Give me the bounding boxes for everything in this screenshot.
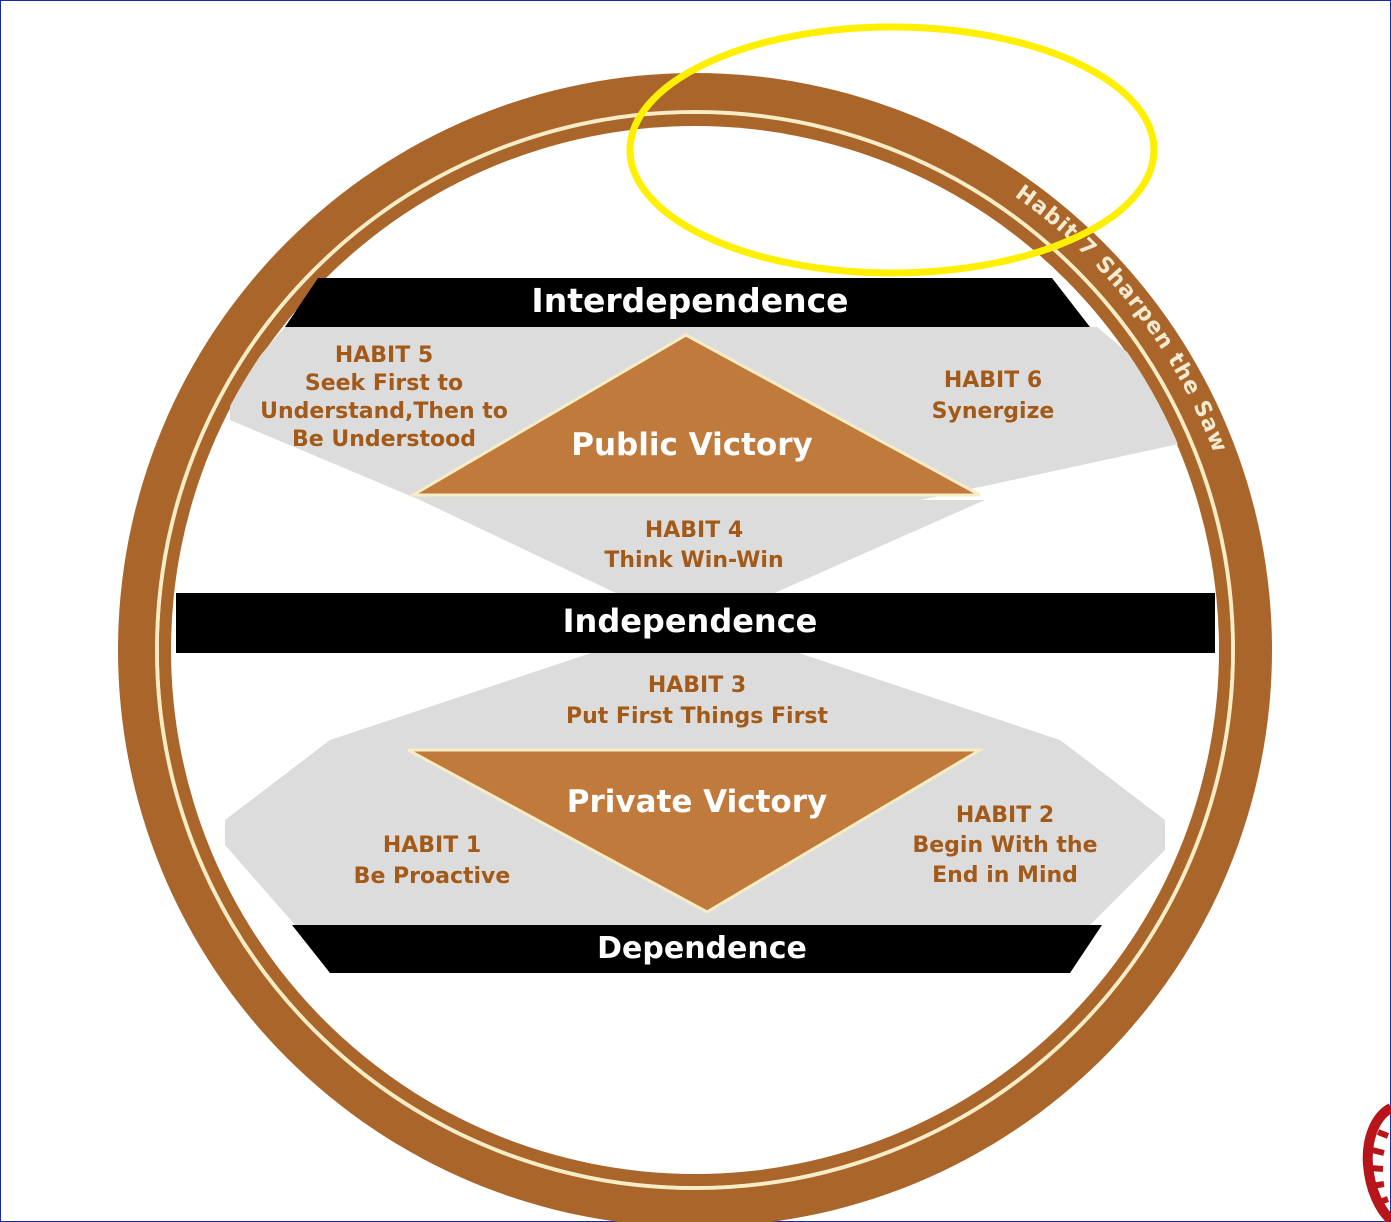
svg-text:Begin With the: Begin With the: [912, 833, 1097, 858]
habit4-label: HABIT 4 Think Win-Win: [604, 518, 783, 573]
svg-text:HABIT 2: HABIT 2: [956, 803, 1054, 828]
gray-zone-upper-funnel: [420, 500, 985, 595]
habit1-label: HABIT 1 Be Proactive: [354, 833, 511, 889]
svg-text:HABIT 4: HABIT 4: [645, 518, 743, 543]
public-victory-triangle: [407, 333, 981, 497]
habit3-label: HABIT 3 Put First Things First: [566, 673, 829, 729]
gray-zone-lower-funnel: [330, 650, 1060, 740]
svg-text:End in Mind: End in Mind: [932, 863, 1078, 888]
habit5-label: HABIT 5 Seek First to Understand,Then to…: [260, 343, 508, 452]
private-victory-triangle: [407, 748, 986, 914]
svg-text:Understand,Then to: Understand,Then to: [260, 399, 508, 424]
svg-text:Synergize: Synergize: [932, 399, 1055, 424]
svg-text:Put First Things First: Put First Things First: [566, 704, 829, 729]
habit2-label: HABIT 2 Begin With the End in Mind: [912, 803, 1097, 888]
svg-text:HABIT 1: HABIT 1: [383, 833, 481, 858]
band-label-independence: Independence: [563, 602, 818, 640]
emblem-logo: [1362, 1103, 1391, 1222]
band-interdependence: [285, 278, 1090, 327]
band-label-interdependence: Interdependence: [531, 281, 848, 320]
private-victory-label: Private Victory: [567, 784, 827, 820]
svg-text:HABIT 5: HABIT 5: [335, 343, 433, 368]
band-independence: [176, 593, 1215, 653]
habit6-label: HABIT 6 Synergize: [932, 368, 1055, 424]
svg-text:HABIT 6: HABIT 6: [944, 368, 1042, 393]
svg-text:Seek First to: Seek First to: [305, 371, 463, 396]
band-label-dependence: Dependence: [597, 931, 807, 966]
highlight-ellipse: [626, 23, 1158, 277]
svg-text:Think Win-Win: Think Win-Win: [604, 548, 783, 573]
svg-text:Be Understood: Be Understood: [292, 427, 476, 452]
svg-text:HABIT 3: HABIT 3: [648, 673, 746, 698]
public-victory-label: Public Victory: [571, 427, 812, 463]
band-dependence: [292, 925, 1102, 973]
svg-text:Be Proactive: Be Proactive: [354, 864, 511, 889]
ring-highlight-line: [155, 110, 1235, 1190]
